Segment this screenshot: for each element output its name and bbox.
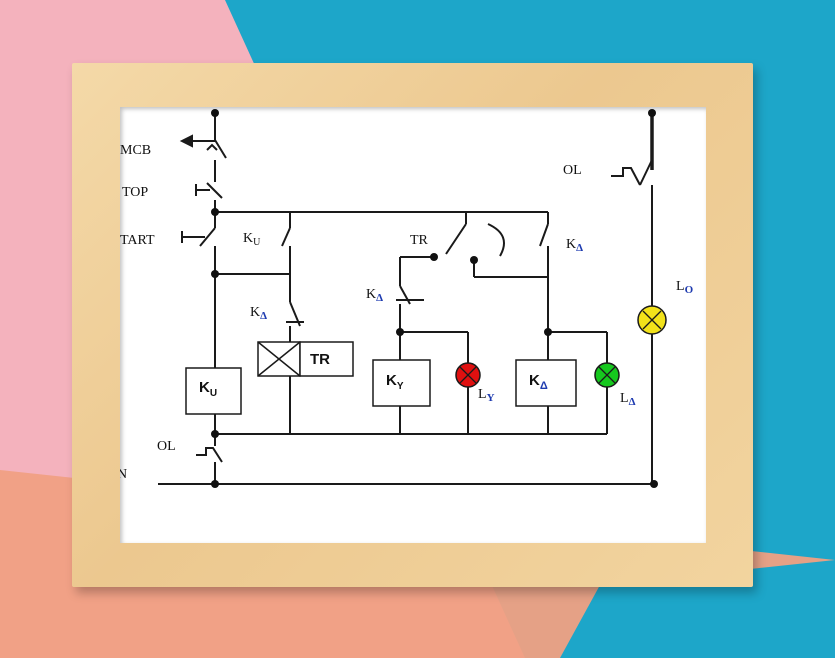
- label-ku-contact: K: [243, 231, 253, 246]
- ol-top-contact: [611, 167, 641, 186]
- label-stop: TOP: [122, 185, 148, 200]
- svg-text:KΔ: KΔ: [366, 287, 383, 304]
- lamp-delta-icon: [594, 362, 620, 388]
- node-bottom-left: [211, 430, 219, 438]
- wiring: [158, 113, 654, 485]
- svg-text:KΔ: KΔ: [529, 372, 548, 392]
- label-start: TART: [120, 233, 155, 248]
- kd-hold-contact: [539, 223, 549, 247]
- coil-kd-label: K: [529, 372, 540, 389]
- node-top-right: [648, 109, 656, 117]
- coil-ku-label: K: [199, 379, 210, 396]
- coil-tr: TR: [257, 341, 354, 377]
- start-contact: [199, 227, 216, 247]
- kd-star-contact: [399, 285, 411, 305]
- label-kd-tr: K: [250, 305, 260, 320]
- label-neutral: N: [120, 467, 127, 482]
- label-kd-right: K: [566, 237, 576, 252]
- node-tr-nc: [430, 253, 438, 261]
- label-kd-tr-sub: Δ: [260, 310, 267, 322]
- coil-ky-label: K: [386, 372, 397, 389]
- tr-delay-arc: [487, 223, 505, 257]
- node-start-join: [211, 270, 219, 278]
- node-star-split: [396, 328, 404, 336]
- mcb-tick: [206, 143, 218, 151]
- svg-text:LO: LO: [676, 279, 694, 296]
- svg-text:KU: KU: [243, 231, 261, 248]
- label-lamp-y-sub: Y: [487, 392, 495, 404]
- label-kd-right-sub: Δ: [576, 242, 583, 254]
- stop-contact: [206, 182, 223, 199]
- diagram-canvas: KU TR KY KΔ MCB TOP TART KU TR KΔ KΔ KΔ …: [120, 107, 706, 543]
- node-delta-split: [544, 328, 552, 336]
- coil-ku: KU: [185, 367, 242, 415]
- coil-kd-sub: Δ: [540, 380, 548, 392]
- tr-contact-arm: [445, 223, 467, 255]
- coil-ky-sub: Y: [397, 381, 404, 392]
- svg-text:KU: KU: [199, 379, 217, 399]
- svg-text:KY: KY: [386, 372, 404, 392]
- ku-hold-contact: [281, 227, 291, 247]
- lamp-power-icon: [637, 305, 667, 335]
- node-neutral-right: [650, 480, 658, 488]
- ol-bottom-contact: [196, 447, 223, 463]
- label-lamp-o: L: [676, 279, 685, 294]
- ol-top-arm: [639, 159, 653, 186]
- nodes: [211, 109, 658, 488]
- node-neutral-left: [211, 480, 219, 488]
- coil-kd: KΔ: [515, 359, 577, 407]
- svg-text:LY: LY: [478, 387, 495, 404]
- label-ol-bottom: OL: [157, 439, 176, 454]
- label-mcb: MCB: [120, 143, 151, 158]
- label-tr-contact: TR: [410, 233, 429, 248]
- label-ol-top: OL: [563, 163, 582, 178]
- ladder-diagram: KU TR KY KΔ MCB TOP TART KU TR KΔ KΔ KΔ …: [120, 109, 694, 488]
- label-kd-star: K: [366, 287, 376, 302]
- lamp-star-icon: [455, 362, 481, 388]
- label-kd-star-sub: Δ: [376, 292, 383, 304]
- label-lamp-d-sub: Δ: [629, 396, 636, 408]
- label-lamp-y: L: [478, 387, 487, 402]
- coil-ky: KY: [372, 359, 431, 407]
- mcb-contact: [214, 139, 227, 159]
- label-lamp-o-sub: O: [685, 284, 694, 296]
- coil-ku-sub: U: [210, 388, 217, 399]
- node-bus-left: [211, 208, 219, 216]
- coil-tr-label: TR: [310, 351, 330, 368]
- svg-text:LΔ: LΔ: [620, 391, 636, 408]
- mcb-arrow-head: [179, 134, 193, 148]
- label-lamp-d: L: [620, 391, 629, 406]
- node-tr-no: [470, 256, 478, 264]
- svg-text:KΔ: KΔ: [250, 305, 267, 322]
- label-ku-contact-sub: U: [253, 237, 261, 248]
- node-top-left: [211, 109, 219, 117]
- svg-text:KΔ: KΔ: [566, 237, 583, 254]
